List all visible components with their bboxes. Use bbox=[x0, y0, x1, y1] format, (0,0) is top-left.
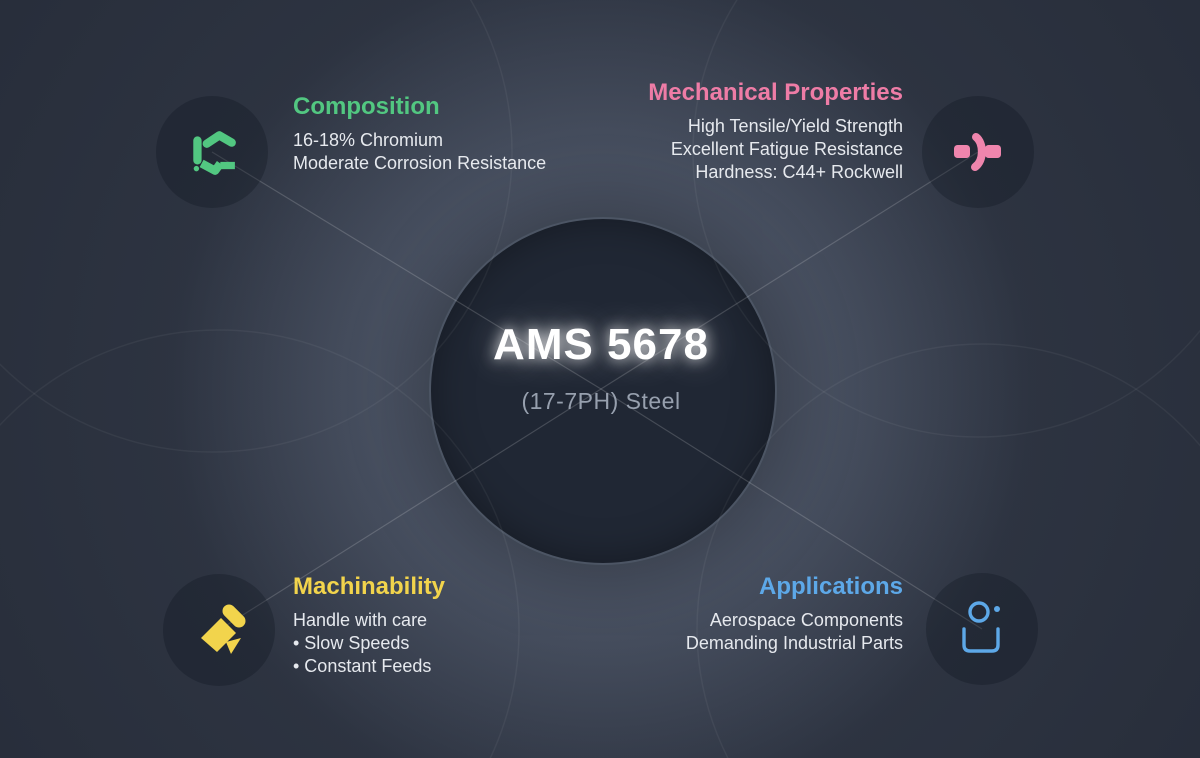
machinability-section: Machinability Handle with care • Slow Sp… bbox=[293, 572, 713, 678]
applications-line: Demanding Industrial Parts bbox=[685, 633, 903, 653]
connector-line bbox=[600, 388, 983, 630]
decor-arc bbox=[0, 0, 513, 453]
machinability-title: Machinability bbox=[293, 573, 446, 600]
decor-arc bbox=[696, 343, 1200, 758]
machinability-line: Handle with care bbox=[293, 610, 428, 630]
mechanical-section: Mechanical Properties High Tensile/Yield… bbox=[483, 78, 903, 184]
composition-title: Composition bbox=[293, 93, 440, 120]
machinability-line: • Slow Speeds bbox=[293, 633, 410, 653]
mechanical-line: High Tensile/Yield Strength bbox=[687, 116, 903, 136]
molecule-icon bbox=[193, 131, 236, 175]
applications-title: Applications bbox=[758, 573, 903, 600]
decor-arc bbox=[0, 329, 520, 758]
center-hub-text: AMS 5678 (17-7PH) Steel bbox=[401, 320, 801, 415]
connector-lines bbox=[211, 151, 983, 631]
parts-washer-icon bbox=[962, 601, 1000, 653]
connector-line bbox=[600, 151, 979, 390]
mechanical-line: Hardness: C44+ Rockwell bbox=[695, 162, 903, 182]
connector-line bbox=[218, 388, 602, 631]
hub-subtitle: (17-7PH) Steel bbox=[521, 388, 681, 414]
cutter-icon bbox=[201, 604, 246, 654]
composition-line: 16-18% Chromium bbox=[293, 130, 444, 150]
center-hub-circle bbox=[429, 217, 777, 565]
decor-arc bbox=[692, 0, 1200, 438]
composition-section: Composition 16-18% Chromium Moderate Cor… bbox=[293, 92, 713, 175]
composition-icon-pod bbox=[156, 96, 268, 208]
strength-icon bbox=[954, 133, 1001, 171]
machinability-line: • Constant Feeds bbox=[293, 656, 432, 676]
hub-title: AMS 5678 bbox=[493, 320, 709, 369]
applications-section: Applications Aerospace Components Demand… bbox=[483, 572, 903, 655]
applications-icon-pod bbox=[926, 573, 1038, 685]
composition-line: Moderate Corrosion Resistance bbox=[293, 153, 547, 173]
applications-line: Aerospace Components bbox=[709, 610, 903, 630]
mechanical-title: Mechanical Properties bbox=[648, 79, 903, 106]
connector-line bbox=[211, 151, 602, 390]
mechanical-line: Excellent Fatigue Resistance bbox=[670, 139, 903, 159]
